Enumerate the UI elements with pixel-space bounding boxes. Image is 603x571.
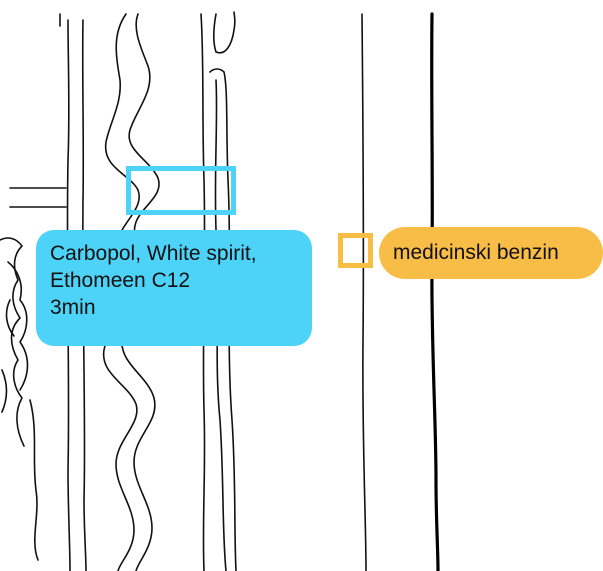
contour-left-inner xyxy=(7,261,29,391)
contour-left-top xyxy=(9,187,67,208)
highlight-box-blue xyxy=(126,166,236,215)
annotation-line-1: Carbopol, White spirit, xyxy=(50,242,257,265)
annotation-line-2: Ethomeen C12 xyxy=(50,269,191,292)
contour-left-irregular xyxy=(0,237,25,447)
vertical-line-3 xyxy=(361,13,367,571)
channel-line-2 xyxy=(212,11,236,54)
contour-left-small xyxy=(1,299,15,413)
contour-left-bottom xyxy=(29,399,39,561)
highlight-box-orange xyxy=(338,233,373,268)
annotation-label-orange: medicinski benzin xyxy=(379,227,603,279)
annotation-label-blue: Carbopol, White spirit, Ethomeen C12 3mi… xyxy=(36,230,312,346)
annotation-line-3: 3min xyxy=(50,296,96,319)
vertical-line-bold xyxy=(430,12,440,571)
